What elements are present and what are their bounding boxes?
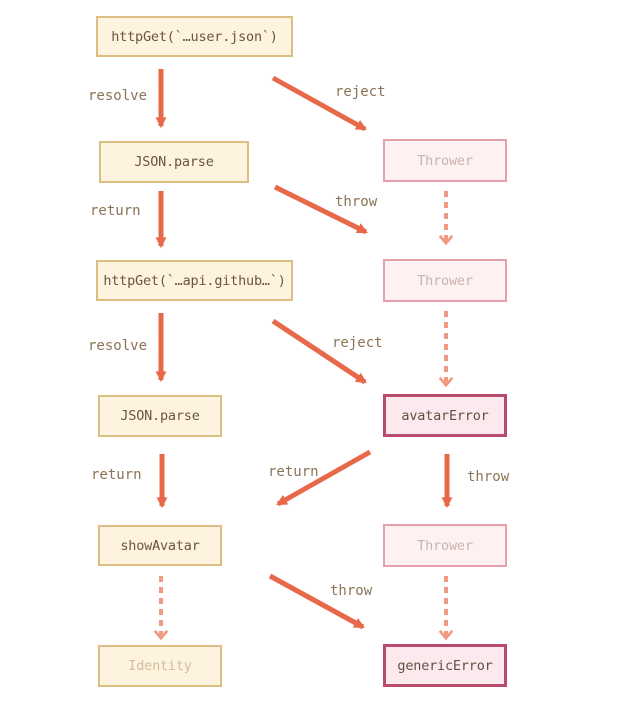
node-thrower-2-label: Thrower <box>417 272 473 289</box>
node-avatar-error-label: avatarError <box>401 407 489 424</box>
node-thrower-2: Thrower <box>383 259 507 302</box>
node-identity-label: Identity <box>128 658 192 674</box>
arrow-return-3 <box>276 449 372 507</box>
edge-label-return-2: return <box>91 467 142 483</box>
node-identity: Identity <box>98 645 222 687</box>
edge-label-throw-3: throw <box>330 583 373 599</box>
node-thrower-3-label: Thrower <box>417 537 473 554</box>
node-json-parse-1-label: JSON.parse <box>134 154 214 170</box>
edge-label-return-3: return <box>268 464 319 480</box>
node-json-parse-1: JSON.parse <box>99 141 249 183</box>
edge-label-throw-1: throw <box>335 194 378 210</box>
node-thrower-3: Thrower <box>383 524 507 567</box>
edge-label-reject-2: reject <box>332 335 383 351</box>
node-json-parse-2-label: JSON.parse <box>120 408 200 424</box>
edge-label-resolve-2: resolve <box>88 338 148 354</box>
node-show-avatar-label: showAvatar <box>120 537 200 554</box>
arrow-reject-1 <box>271 75 367 132</box>
edge-label-throw-2: throw <box>467 469 510 485</box>
node-thrower-1: Thrower <box>383 139 507 182</box>
node-generic-error-label: genericError <box>397 657 493 674</box>
node-http-get-user-label: httpGet(`…user.json`) <box>111 28 278 45</box>
arrow-reject-2 <box>271 318 367 385</box>
node-http-get-github: httpGet(`…api.github…`) <box>96 260 293 301</box>
node-generic-error: genericError <box>383 644 507 687</box>
node-show-avatar: showAvatar <box>98 525 222 566</box>
node-http-get-github-label: httpGet(`…api.github…`) <box>103 272 286 289</box>
node-avatar-error: avatarError <box>383 394 507 437</box>
node-json-parse-2: JSON.parse <box>98 395 222 437</box>
edge-label-resolve-1: resolve <box>88 88 148 104</box>
node-http-get-user: httpGet(`…user.json`) <box>96 16 293 57</box>
edge-label-reject-1: reject <box>335 84 386 100</box>
arrow-throw-1 <box>273 184 368 235</box>
arrow-throw-3 <box>268 573 365 630</box>
node-thrower-1-label: Thrower <box>417 152 473 169</box>
edge-label-return-1: return <box>90 203 141 219</box>
